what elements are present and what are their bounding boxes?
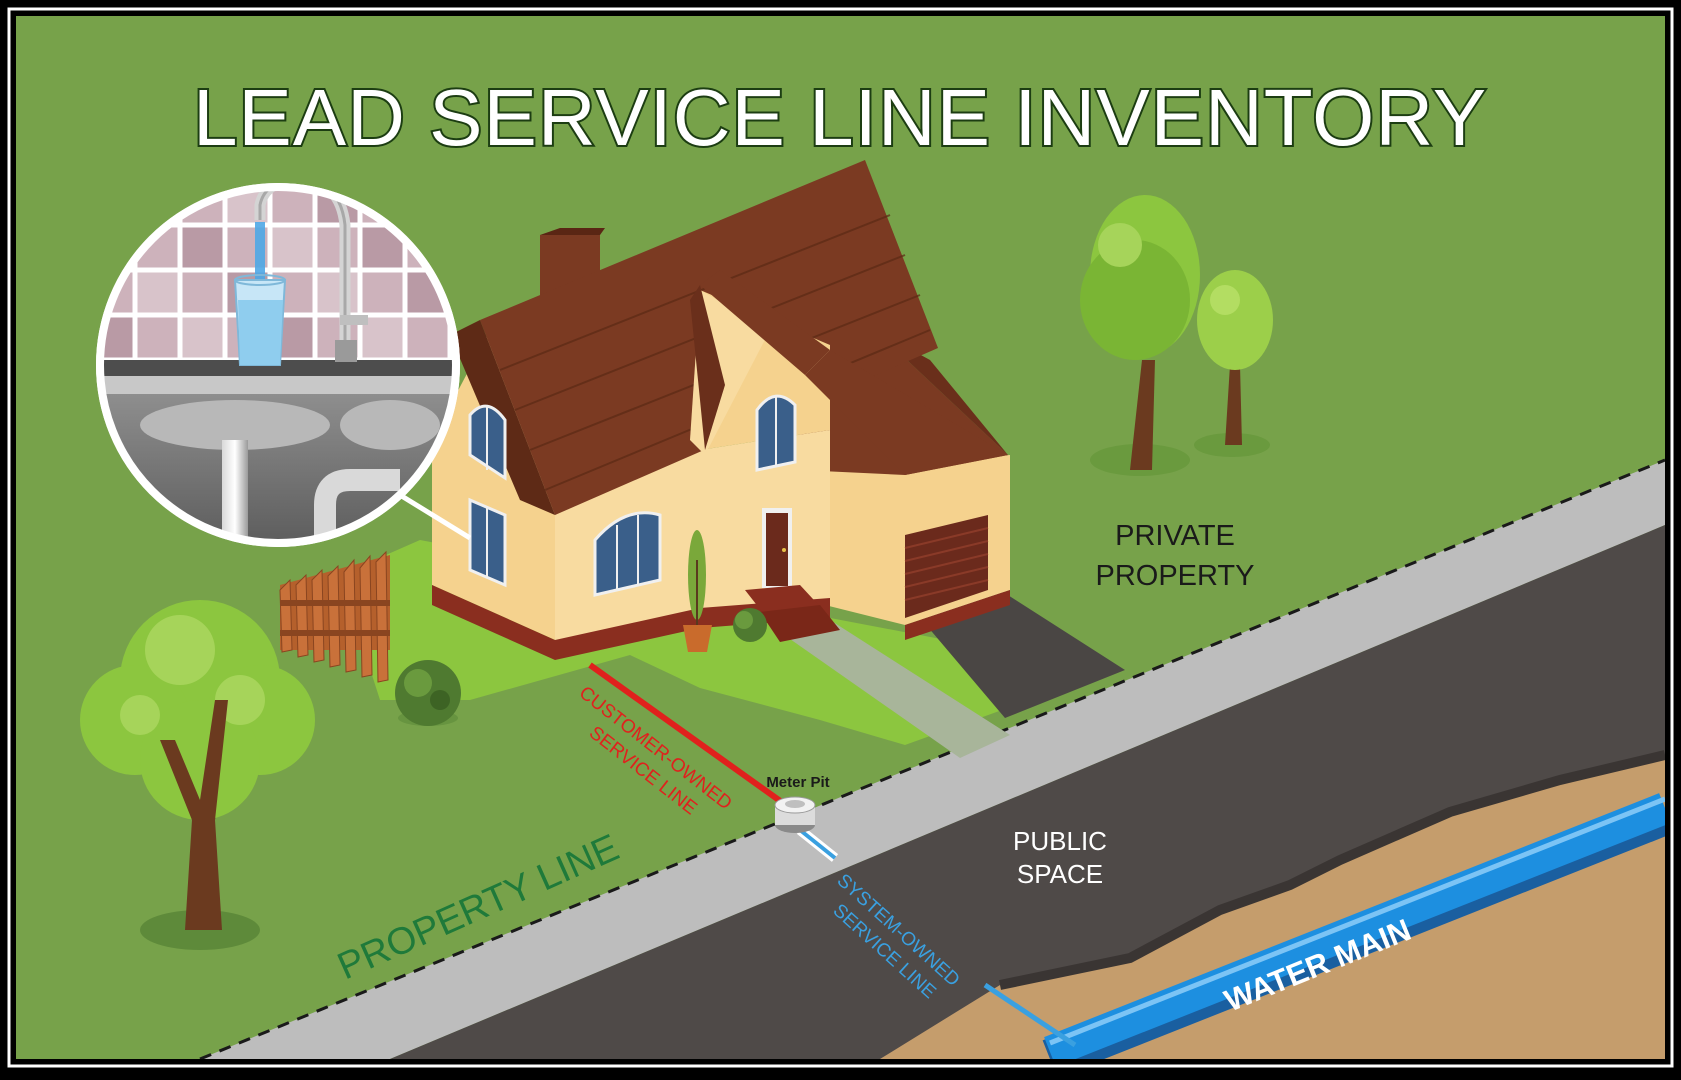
drain-pipe	[222, 440, 248, 543]
meter-pit-icon	[774, 796, 816, 833]
window-front-arched	[593, 511, 662, 597]
public-space-label-line1: PUBLIC	[1013, 826, 1107, 856]
driveway	[905, 590, 1125, 718]
fence-icon	[279, 550, 390, 683]
water-main-pipe	[1044, 793, 1665, 1059]
garage-door-icon	[900, 503, 990, 618]
window-gable	[755, 394, 797, 472]
countertop	[100, 360, 456, 376]
house-icon	[432, 160, 1010, 660]
public-space-label-line2: SPACE	[1017, 859, 1103, 889]
walkway	[780, 620, 1010, 758]
private-property-label-line1: PRIVATE	[1115, 520, 1235, 552]
window-left-upper	[468, 404, 507, 481]
system-owned-line-lower	[983, 982, 1077, 1048]
water-stream	[255, 222, 265, 282]
water-main-highlight	[1049, 796, 1665, 1046]
faucet-icon	[254, 187, 368, 362]
bush-icon	[733, 608, 767, 642]
water-glass-icon	[233, 274, 287, 366]
window-left-lower	[468, 497, 507, 588]
inner-frame-line	[7, 7, 1674, 1068]
meter-pit-label: Meter Pit	[766, 774, 829, 791]
tree-icon	[80, 600, 315, 950]
property-line-dashes	[199, 458, 1665, 1059]
private-property-label-line2: PROPERTY	[1095, 560, 1254, 592]
front-door	[762, 508, 792, 588]
potted-plant-icon	[683, 530, 712, 652]
tree-icon	[1194, 270, 1273, 457]
soil-section	[880, 755, 1665, 1059]
bush-icon	[395, 660, 461, 726]
soil-edge	[998, 750, 1665, 990]
system-owned-line-upper	[798, 828, 837, 860]
customer-owned-line	[588, 662, 792, 811]
callout-connector	[398, 492, 472, 541]
tree-icon	[1080, 195, 1200, 476]
page-title: LEAD SERVICE LINE INVENTORY	[193, 73, 1487, 162]
